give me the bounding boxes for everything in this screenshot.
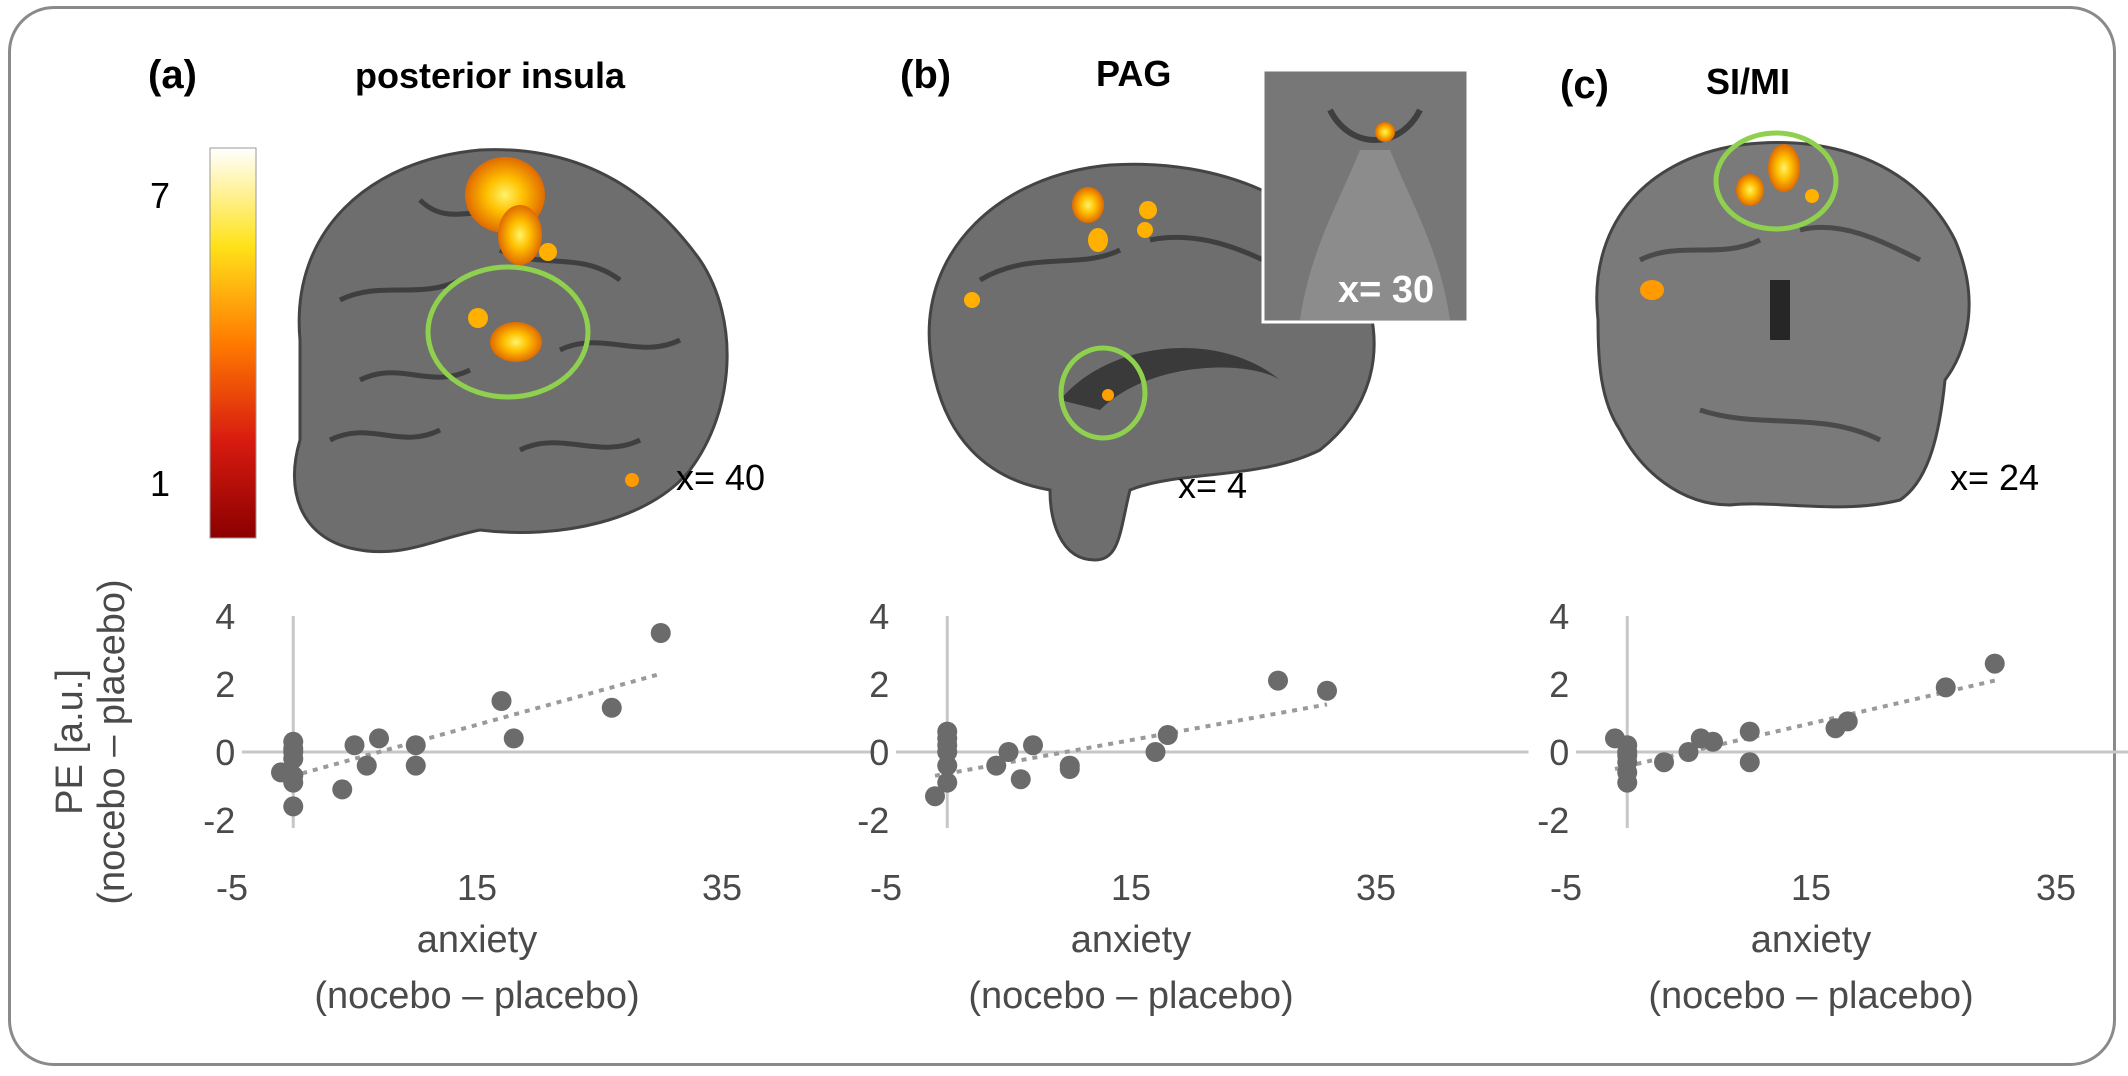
data-point (1023, 735, 1043, 756)
data-point (601, 697, 622, 718)
y-axis-label: PE [a.u.] (nocebo – placebo) (49, 579, 133, 904)
data-point (1617, 742, 1638, 762)
x-tick-label: 15 (1111, 867, 1151, 908)
data-point (356, 755, 377, 776)
x-axis-label-line2: (nocebo – placebo) (314, 975, 639, 1017)
colorbar-min-label: 1 (150, 463, 170, 504)
y-tick-label: 4 (215, 596, 235, 637)
data-point (1145, 742, 1166, 762)
data-point (1739, 752, 1760, 773)
y-tick-label: -2 (203, 800, 235, 841)
panel-b-letter: (b) (900, 53, 951, 97)
data-point (503, 728, 524, 749)
y-tick-label: -2 (857, 800, 889, 841)
y-tick-label: 0 (1549, 732, 1569, 773)
data-point (1059, 755, 1080, 776)
inset-slice-label: x= 30 (1338, 269, 1434, 311)
y-tick-label: 0 (215, 732, 235, 773)
x-axis-label: anxiety (417, 919, 537, 961)
x-tick-label: 15 (1791, 867, 1831, 908)
x-tick-label: -5 (216, 867, 248, 908)
data-point (1984, 653, 2005, 674)
data-point (283, 772, 304, 793)
data-point (283, 731, 304, 752)
data-point (344, 735, 365, 756)
x-tick-label: -5 (1550, 867, 1582, 908)
y-axis-label-line2: (nocebo – placebo) (91, 579, 133, 904)
data-point (1617, 772, 1638, 793)
brain-image-posterior-insula (292, 148, 729, 554)
data-point (937, 772, 958, 793)
y-tick-label: -2 (1537, 800, 1569, 841)
panel-c-letter: (c) (1560, 63, 1609, 107)
y-tick-label: 0 (869, 732, 889, 773)
data-point (405, 755, 426, 776)
data-point (283, 796, 304, 817)
colorbar-gradient (209, 147, 257, 539)
data-point (1935, 677, 1956, 698)
x-axis-label: anxiety (1751, 919, 1871, 961)
inset-image-coronal: x= 30 (1261, 68, 1470, 324)
roi-circle-insula (425, 264, 591, 400)
data-point (1678, 742, 1699, 762)
slice-label-b: x= 4 (1178, 465, 1247, 506)
y-tick-label: 2 (215, 664, 235, 705)
x-tick-label: 35 (1356, 867, 1396, 908)
data-point (405, 735, 426, 756)
trend-line (280, 671, 662, 782)
colorbar-max-label: 7 (150, 175, 170, 216)
y-tick-label: 4 (869, 596, 889, 637)
scatter-plot-a: -2 0 2 4 -5 15 35 anxiety (nocebo – placebo) (203, 596, 875, 1017)
scatter-plot-b: -2 0 2 4 -5 15 35 anxiety (nocebo – placebo) (857, 596, 1529, 1017)
colorbar: 7 1 (150, 147, 257, 539)
x-tick-label: -5 (870, 867, 902, 908)
panel-a-letter: (a) (148, 53, 197, 97)
y-tick-label: 4 (1549, 596, 1569, 637)
data-point (650, 623, 671, 643)
x-axis-label-line2: (nocebo – placebo) (968, 975, 1293, 1017)
roi-circle-pag (1058, 345, 1148, 441)
data-point (1703, 731, 1723, 752)
y-tick-label: 2 (1549, 664, 1569, 705)
data-point (1837, 711, 1858, 732)
x-tick-label: 35 (2036, 867, 2076, 908)
x-axis-label-line2: (nocebo – placebo) (1648, 975, 1973, 1017)
panel-b-title: PAG (1096, 53, 1171, 94)
data-point (1654, 752, 1674, 773)
trend-line (1614, 678, 1996, 771)
y-axis-label-line1: PE [a.u.] (49, 669, 91, 815)
roi-circle-si-mi (1713, 130, 1839, 232)
data-point (986, 755, 1007, 776)
data-point (998, 742, 1019, 762)
data-point (332, 779, 353, 800)
data-point (937, 721, 958, 742)
slice-label-c: x= 24 (1950, 457, 2039, 498)
data-point (1268, 670, 1288, 691)
x-tick-label: 15 (457, 867, 497, 908)
data-point (1010, 769, 1031, 790)
scatter-plot-c: -2 0 2 4 -5 15 35 anxiety (nocebo – placebo) (1537, 596, 2128, 1017)
x-tick-label: 35 (702, 867, 742, 908)
panel-a-title: posterior insula (355, 55, 626, 96)
y-tick-label: 2 (869, 664, 889, 705)
data-point (1317, 680, 1337, 701)
data-point (925, 786, 945, 807)
data-point (369, 728, 389, 749)
brain-image-si-mi (1595, 130, 1971, 509)
x-axis-label: anxiety (1071, 919, 1191, 961)
data-point (1157, 725, 1178, 745)
panel-c-title: SI/MI (1706, 61, 1790, 102)
slice-label-a: x= 40 (676, 457, 765, 498)
data-point (1739, 721, 1760, 742)
data-point (491, 691, 512, 711)
